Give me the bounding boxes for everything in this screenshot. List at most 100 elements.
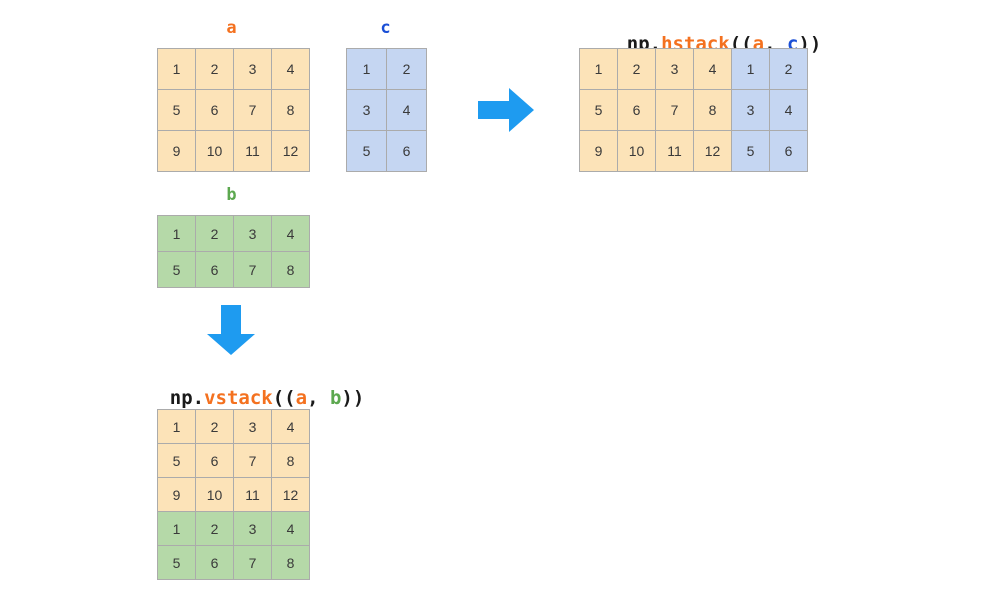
vstack-title-arg2: b	[329, 387, 342, 409]
matrix-cell: 2	[195, 215, 234, 252]
matrix-cell: 3	[346, 89, 387, 131]
matrix-cell: 3	[233, 511, 272, 546]
matrix-cell: 1	[579, 48, 618, 90]
matrix-cell: 4	[271, 48, 310, 90]
matrix-cell: 4	[386, 89, 427, 131]
matrix-cell: 1	[346, 48, 387, 90]
matrix-cell: 5	[579, 89, 618, 131]
matrix-cell: 7	[233, 545, 272, 580]
matrix-cell: 2	[386, 48, 427, 90]
matrix-cell: 2	[769, 48, 808, 90]
matrix-cell: 6	[195, 545, 234, 580]
matrix-cell: 1	[157, 48, 196, 90]
matrix-cell: 3	[655, 48, 694, 90]
matrix-cell: 8	[271, 545, 310, 580]
matrix-label-a: a	[226, 18, 237, 38]
matrix-cell: 8	[271, 89, 310, 131]
matrix-cell: 5	[731, 130, 770, 172]
vstack-title-arg1: a	[295, 387, 308, 409]
matrix-cell: 3	[233, 409, 272, 444]
matrix-cell: 7	[233, 89, 272, 131]
matrix-cell: 9	[579, 130, 618, 172]
matrix-cell: 2	[195, 48, 234, 90]
matrix-cell: 7	[655, 89, 694, 131]
vstack-title-np: np.	[169, 387, 205, 409]
matrix-cell: 3	[731, 89, 770, 131]
matrix-cell: 8	[693, 89, 732, 131]
matrix-cell: 11	[233, 130, 272, 172]
matrix-cell: 2	[195, 409, 234, 444]
hstack-title-arg1: a	[752, 33, 765, 55]
vstack-title-close: ))	[341, 387, 365, 409]
matrix-cell: 10	[195, 130, 234, 172]
matrix-label-c: c	[380, 18, 391, 38]
matrix-cell: 12	[271, 130, 310, 172]
matrix-cell: 6	[195, 89, 234, 131]
matrix-cell: 4	[769, 89, 808, 131]
matrix-cell: 1	[157, 409, 196, 444]
matrix-cell: 4	[693, 48, 732, 90]
matrix-cell: 7	[233, 443, 272, 478]
matrix-cell: 5	[157, 251, 196, 288]
matrix-cell: 5	[157, 545, 196, 580]
matrix-cell: 3	[233, 215, 272, 252]
matrix-cell: 5	[157, 443, 196, 478]
matrix-cell: 6	[386, 130, 427, 172]
matrix-cell: 12	[271, 477, 310, 512]
matrix-cell: 6	[195, 251, 234, 288]
matrix-cell: 3	[233, 48, 272, 90]
hstack-title-sep: ,	[764, 33, 787, 55]
matrix-cell: 8	[271, 443, 310, 478]
matrix-cell: 7	[233, 251, 272, 288]
matrix-cell: 1	[157, 511, 196, 546]
matrix-cell: 10	[617, 130, 656, 172]
matrix-cell: 6	[617, 89, 656, 131]
matrix-cell: 11	[655, 130, 694, 172]
matrix-cell: 2	[195, 511, 234, 546]
hstack-title-arg2: c	[786, 33, 799, 55]
matrix-cell: 1	[157, 215, 196, 252]
matrix-cell: 9	[157, 130, 196, 172]
matrix-cell: 8	[271, 251, 310, 288]
matrix-cell: 1	[731, 48, 770, 90]
arrow-right-icon	[478, 86, 535, 139]
matrix-cell: 4	[271, 409, 310, 444]
matrix-cell: 6	[195, 443, 234, 478]
matrix-cell: 5	[346, 130, 387, 172]
matrix-cell: 10	[195, 477, 234, 512]
vstack-title-fn: vstack	[204, 387, 273, 409]
matrix-label-b: b	[226, 185, 237, 205]
matrix-cell: 12	[693, 130, 732, 172]
matrix-cell: 4	[271, 215, 310, 252]
vstack-title-sep: ,	[307, 387, 330, 409]
matrix-cell: 2	[617, 48, 656, 90]
vstack-title-open: ((	[272, 387, 296, 409]
matrix-cell: 5	[157, 89, 196, 131]
matrix-cell: 6	[769, 130, 808, 172]
matrix-cell: 4	[271, 511, 310, 546]
matrix-cell: 9	[157, 477, 196, 512]
vstack-title: np.vstack((a, b))	[124, 370, 365, 427]
arrow-down-icon	[203, 305, 259, 361]
